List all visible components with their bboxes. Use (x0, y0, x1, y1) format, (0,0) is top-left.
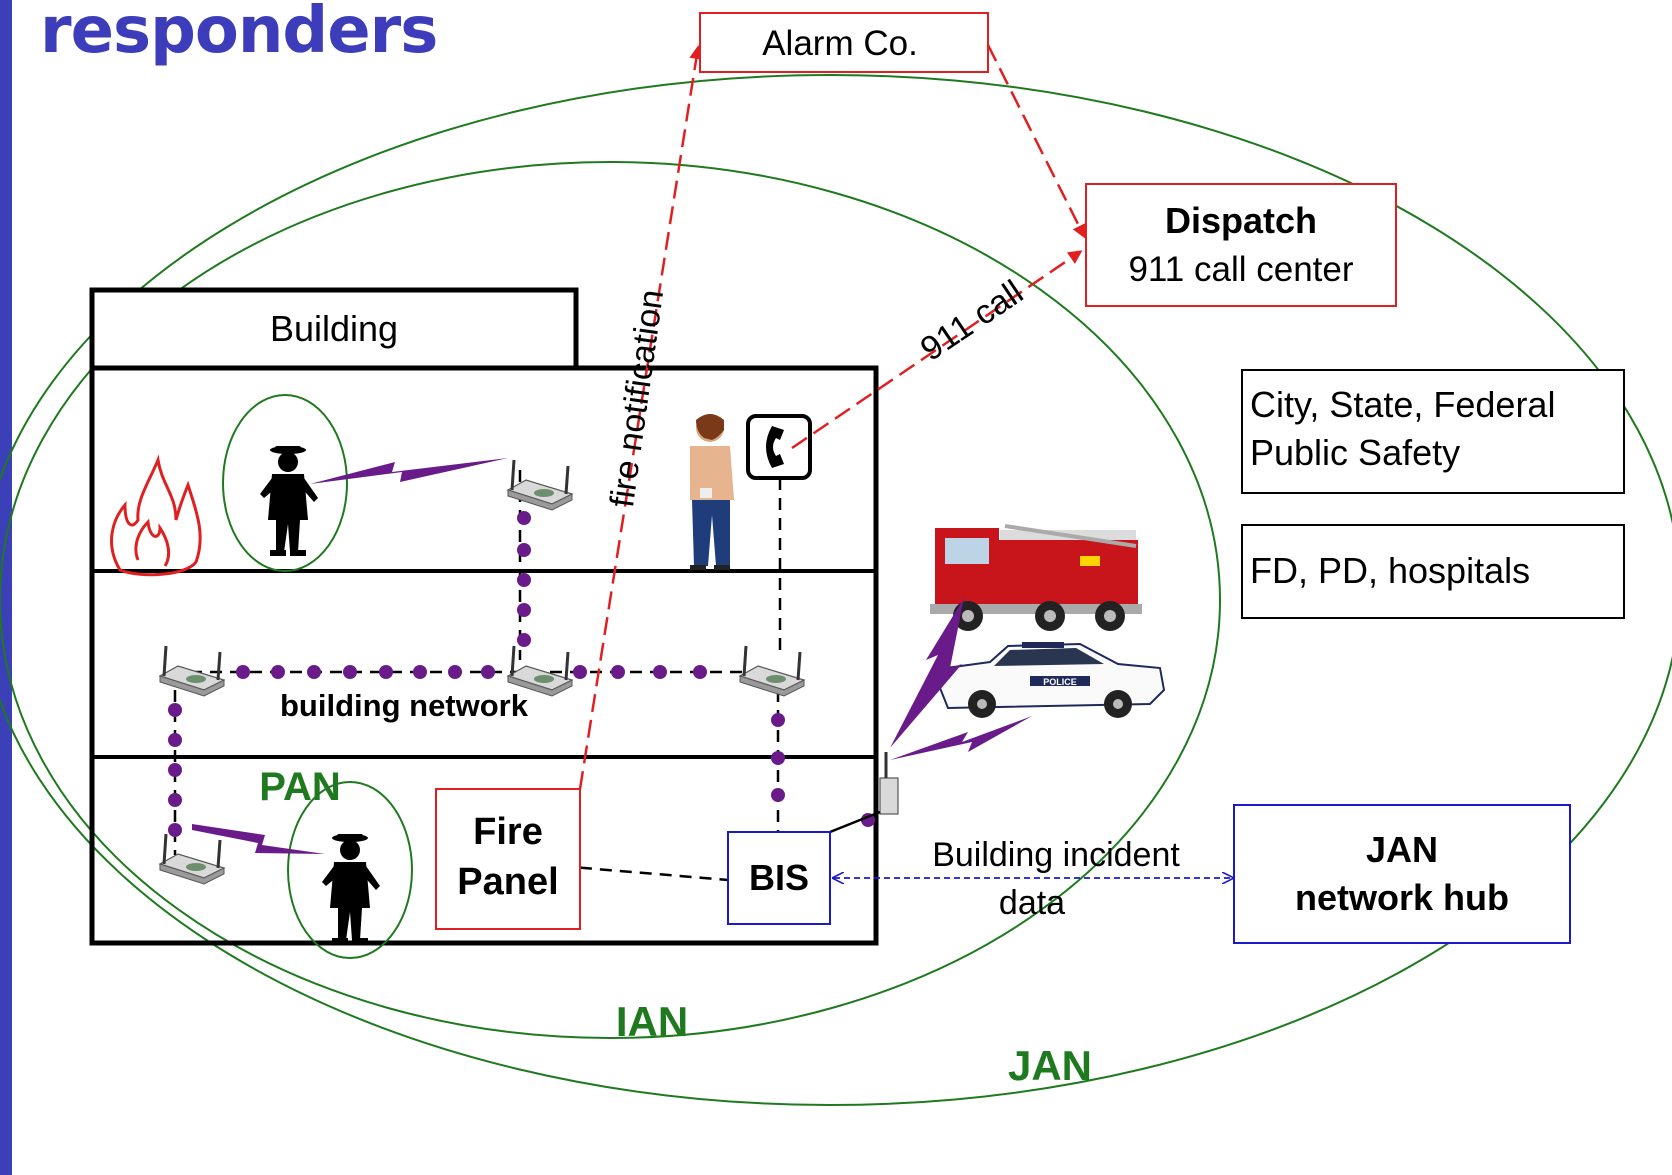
jan-label: JAN (1008, 1042, 1092, 1089)
police-decal: POLICE (1043, 677, 1077, 687)
dispatch-label: Dispatch (1165, 200, 1317, 241)
lightning-link-icon (310, 458, 508, 484)
page-title: responders (40, 0, 438, 68)
incident-data-label-line1: Building incident (932, 836, 1180, 874)
public-safety-box (1241, 369, 1625, 494)
jan-area-outline (0, 74, 1672, 1106)
fire-panel-label-line2: Panel (457, 861, 558, 903)
call-center-label: 911 call center (1128, 250, 1353, 289)
lightning-link-icon (890, 598, 964, 748)
incident-data-label-line2: data (999, 884, 1065, 922)
ian-area-outline (0, 161, 1221, 1039)
lightning-link-icon (192, 824, 325, 854)
jan-hub-label-line1: JAN (1366, 829, 1438, 870)
bis-label: BIS (749, 857, 809, 898)
public-safety-label-line2: Public Safety (1250, 432, 1460, 473)
bis-box (727, 831, 831, 925)
jan-hub-label-line2: network hub (1295, 877, 1509, 918)
alarm-company-label: Alarm Co. (762, 24, 918, 63)
lightning-link-icon (890, 716, 1032, 760)
firefighter-icon (322, 834, 380, 944)
mesh-link-dots (168, 511, 875, 837)
building-outline (89, 365, 879, 946)
responders-label: FD, PD, hospitals (1250, 550, 1530, 591)
bis-uplink (829, 810, 881, 834)
firefighter-icon (260, 446, 318, 556)
fire-panel-box (435, 788, 581, 930)
building-label: Building (270, 308, 398, 349)
pan-label: PAN (259, 765, 340, 809)
ian-label: IAN (616, 998, 688, 1045)
fire-notification-arrow (578, 45, 704, 790)
wireless-node-icon (879, 752, 899, 815)
fire-notification-label: fire notification (603, 287, 671, 509)
public-safety-label-line1: City, State, Federal (1250, 384, 1555, 425)
police-car-icon: POLICE (938, 642, 1166, 718)
wireless-node-icon (158, 832, 226, 886)
jan-hub-box (1233, 804, 1571, 944)
pan-area-outline (222, 394, 348, 572)
person-icon (690, 414, 734, 570)
wireless-node-icon (738, 644, 806, 698)
telephone-icon (746, 414, 812, 480)
building-label-box (89, 287, 579, 371)
responders-box (1241, 524, 1625, 619)
wireless-node-icon (506, 458, 574, 512)
pan-area-outline (287, 781, 413, 959)
fire-icon (110, 454, 202, 577)
dispatch-box (1085, 183, 1397, 307)
alarm-company-box (699, 12, 989, 73)
alarm-to-dispatch-arrow (986, 44, 1086, 239)
emergency-call-label: 911 call (914, 273, 1030, 369)
building-network-label: building network (280, 688, 529, 723)
fire-truck-icon (930, 524, 1142, 631)
fire-panel-label-line1: Fire (473, 811, 543, 853)
emergency-call-arrow (791, 250, 1083, 450)
sidebar-accent-bar (0, 0, 12, 1175)
